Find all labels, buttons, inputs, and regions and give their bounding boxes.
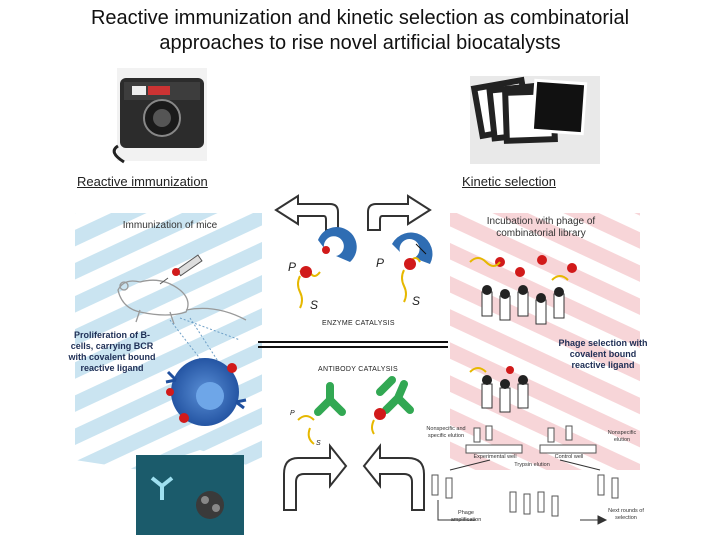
- nonspecific-label: Nonspecific elution: [607, 430, 637, 443]
- proliferation-line-1: Proliferation of B-: [74, 330, 150, 340]
- bottom-right-arrow: [362, 443, 425, 511]
- title-line-2: approaches to rise novel artificial bioc…: [159, 32, 561, 54]
- incubation-line-2: combinatorial library: [496, 228, 586, 239]
- control-well: [539, 444, 597, 454]
- product-label-right: P: [376, 256, 385, 270]
- antibody-catalysis-label: ANTIBODY CATALYSIS: [318, 366, 398, 373]
- phage-selection-line-2: covalent bound: [569, 349, 637, 359]
- phage-selection-line-3: reactive ligand: [571, 360, 635, 370]
- mouse-illustration: [117, 279, 247, 325]
- title-line-1: Reactive immunization and kinetic select…: [90, 7, 630, 29]
- top-right-arrow: [367, 194, 432, 231]
- reactive-immunization-heading: Reactive immunization: [77, 174, 208, 189]
- enzyme-left: [297, 227, 357, 309]
- proliferation-line-3: with covalent bound: [68, 352, 156, 362]
- proliferation-line-2: cells, carrying BCR: [70, 341, 154, 351]
- center-divider: [258, 341, 448, 348]
- nonspecific-specific-label: Nonspecific and specific elution: [426, 426, 466, 439]
- bottom-left-arrow: [283, 443, 348, 511]
- phage-selection-line-1: Phage selection with: [558, 338, 648, 348]
- phage-library: [469, 255, 577, 325]
- top-left-arrow: [274, 194, 339, 231]
- phage-amplification-label: Phage amplification: [450, 510, 482, 523]
- incubation-label: Incubation with phage of combinatorial l…: [466, 216, 616, 240]
- protein-structure-image: [136, 455, 244, 535]
- next-rounds-label: Next rounds of selection: [608, 508, 644, 521]
- experimental-well: [465, 444, 523, 454]
- experimental-well-label: Experimental well: [473, 454, 517, 460]
- control-well-label: Control well: [554, 454, 584, 460]
- substrate-label-right: S: [412, 294, 421, 308]
- enzyme-right: [392, 232, 433, 303]
- enzyme-catalysis-label: ENZYME CATALYSIS: [322, 320, 395, 327]
- proliferation-line-4: reactive ligand: [80, 363, 144, 373]
- syringe-illustration: [159, 254, 203, 285]
- substrate-label-left: S: [310, 298, 319, 312]
- photo-stack: [470, 76, 600, 164]
- proliferation-label: Proliferation of B- cells, carrying BCR …: [62, 330, 162, 374]
- immunization-label: Immunization of mice: [122, 220, 218, 231]
- antibody-left: [297, 382, 346, 445]
- phage-vials: [431, 425, 619, 517]
- product-label-small: P: [290, 410, 295, 417]
- b-cell-illustration: [165, 358, 247, 426]
- phage-selection: [469, 366, 529, 413]
- page-title: Reactive immunization and kinetic select…: [0, 6, 720, 56]
- incubation-line-1: Incubation with phage of: [486, 216, 596, 227]
- trypsin-elution-label: Trypsin elution: [514, 462, 550, 468]
- product-label-left: P: [288, 260, 297, 274]
- antibody-right: [371, 376, 414, 435]
- right-striped-panel: [450, 213, 640, 470]
- substrate-label-small: S: [316, 440, 321, 447]
- kinetic-selection-heading: Kinetic selection: [462, 174, 556, 189]
- camera-photo: [112, 68, 207, 164]
- phage-selection-label: Phage selection with covalent bound reac…: [548, 338, 658, 371]
- selection-flow-lines: [437, 459, 608, 525]
